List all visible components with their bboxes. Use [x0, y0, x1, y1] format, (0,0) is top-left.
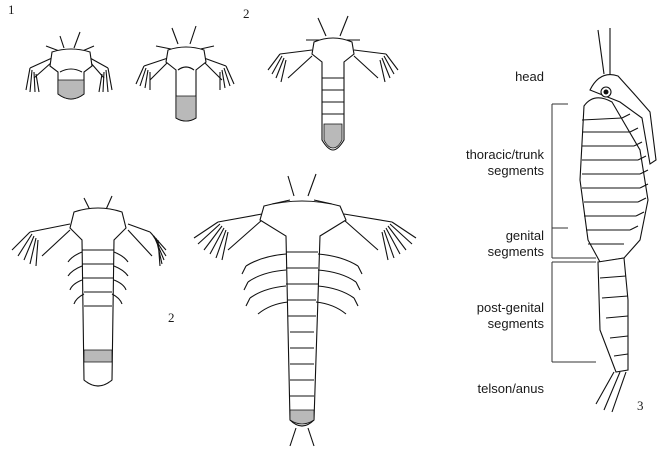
larva-stage-2-late	[194, 174, 416, 446]
larva-stage-1a	[26, 32, 112, 99]
larva-stage-2-mid	[12, 196, 166, 386]
larva-stage-2-early	[268, 16, 398, 150]
adult-specimen	[580, 28, 656, 412]
larva-stage-1b	[136, 26, 234, 121]
